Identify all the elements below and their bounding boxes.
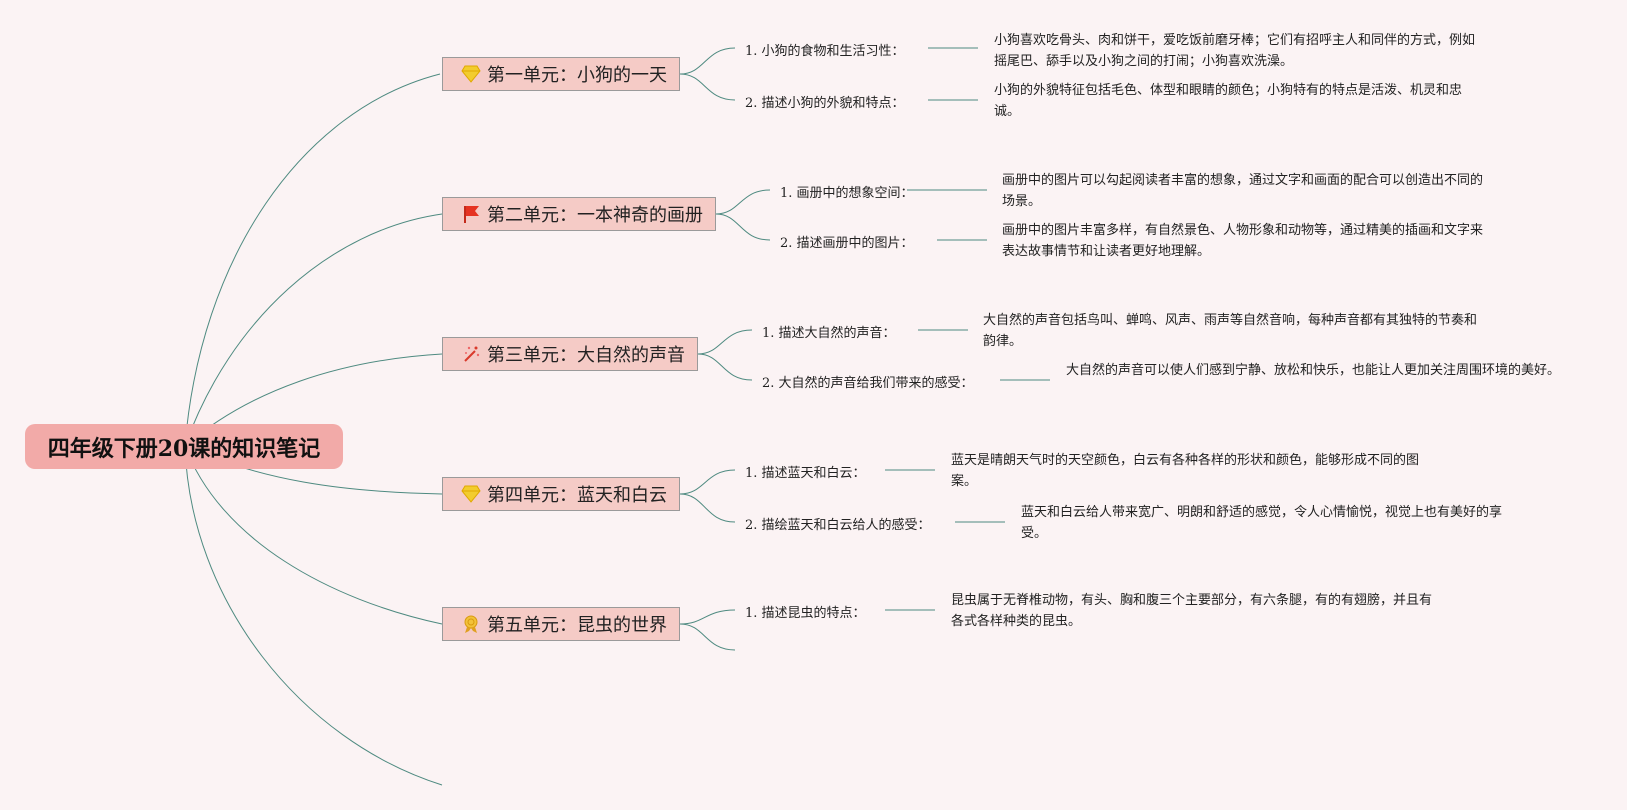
unit-3-item-2-text: 大自然的声音可以使人们感到宁静、放松和快乐，也能让人更加关注周围环境的美好。 [1066, 363, 1561, 378]
root-topic[interactable]: 四年级下册20课的知识笔记 [25, 424, 343, 469]
unit-3-item-1-label[interactable]: 1. 描述大自然的声音： [762, 326, 896, 341]
unit-5-topic[interactable]: 第五单元：昆虫的世界 [442, 607, 680, 641]
unit-2-item-2-text: 画册中的图片丰富多样，有自然景色、人物形象和动物等，通过精美的插画和文字来表达故… [1002, 223, 1484, 259]
unit-5-item-1-text: 昆虫属于无脊椎动物，有头、胸和腹三个主要部分，有六条腿，有的有翅膀，并且有各式各… [951, 593, 1433, 629]
unit-1-item-2-text: 小狗的外貌特征包括毛色、体型和眼睛的颜色；小狗特有的特点是活泼、机灵和忠诚。 [994, 83, 1463, 119]
unit-4-topic[interactable]: 第四单元：蓝天和白云 [442, 477, 680, 511]
medal-icon [461, 613, 481, 635]
flag-icon [461, 203, 481, 225]
unit-5-title: 第五单元：昆虫的世界 [487, 615, 667, 636]
unit-3-topic[interactable]: 第三单元：大自然的声音 [442, 337, 698, 371]
root-title: 四年级下册20课的知识笔记 [47, 435, 321, 462]
unit-1-title: 第一单元：小狗的一天 [487, 65, 667, 86]
unit-2-item-2-label[interactable]: 2. 描述画册中的图片： [780, 236, 914, 251]
unit-3-item-2-label[interactable]: 2. 大自然的声音给我们带来的感受： [762, 376, 974, 391]
sparkle-wand-icon [461, 343, 481, 365]
diamond-icon [461, 63, 481, 85]
unit-3-title: 第三单元：大自然的声音 [487, 345, 685, 366]
unit-4-item-1-label[interactable]: 1. 描述蓝天和白云： [745, 466, 866, 481]
unit-3-item-1-text: 大自然的声音包括鸟叫、蝉鸣、风声、雨声等自然音响，每种声音都有其独特的节奏和韵律… [983, 313, 1478, 349]
unit-2-title: 第二单元：一本神奇的画册 [487, 205, 703, 226]
unit-5-item-1-label[interactable]: 1. 描述昆虫的特点： [745, 606, 866, 621]
unit-4-title: 第四单元：蓝天和白云 [487, 485, 667, 506]
unit-1-item-2-label[interactable]: 2. 描述小狗的外貌和特点： [745, 96, 905, 111]
unit-2-item-1-text: 画册中的图片可以勾起阅读者丰富的想象，通过文字和画面的配合可以创造出不同的场景。 [1002, 173, 1484, 209]
unit-4-item-1-text: 蓝天是晴朗天气时的天空颜色，白云有各种各样的形状和颜色，能够形成不同的图案。 [951, 453, 1420, 489]
unit-1-item-1-text: 小狗喜欢吃骨头、肉和饼干，爱吃饭前磨牙棒；它们有招呼主人和同伴的方式，例如摇尾巴… [994, 33, 1476, 69]
unit-2-item-1-label[interactable]: 1. 画册中的想象空间： [780, 186, 914, 201]
unit-2-topic[interactable]: 第二单元：一本神奇的画册 [442, 197, 716, 231]
unit-1-item-1-label[interactable]: 1. 小狗的食物和生活习性： [745, 44, 905, 59]
unit-4-item-2-label[interactable]: 2. 描绘蓝天和白云给人的感受： [745, 518, 931, 533]
diamond-icon [461, 483, 481, 505]
unit-4-item-2-text: 蓝天和白云给人带来宽广、明朗和舒适的感觉，令人心情愉悦，视觉上也有美好的享受。 [1021, 505, 1503, 541]
unit-1-topic[interactable]: 第一单元：小狗的一天 [442, 57, 680, 91]
